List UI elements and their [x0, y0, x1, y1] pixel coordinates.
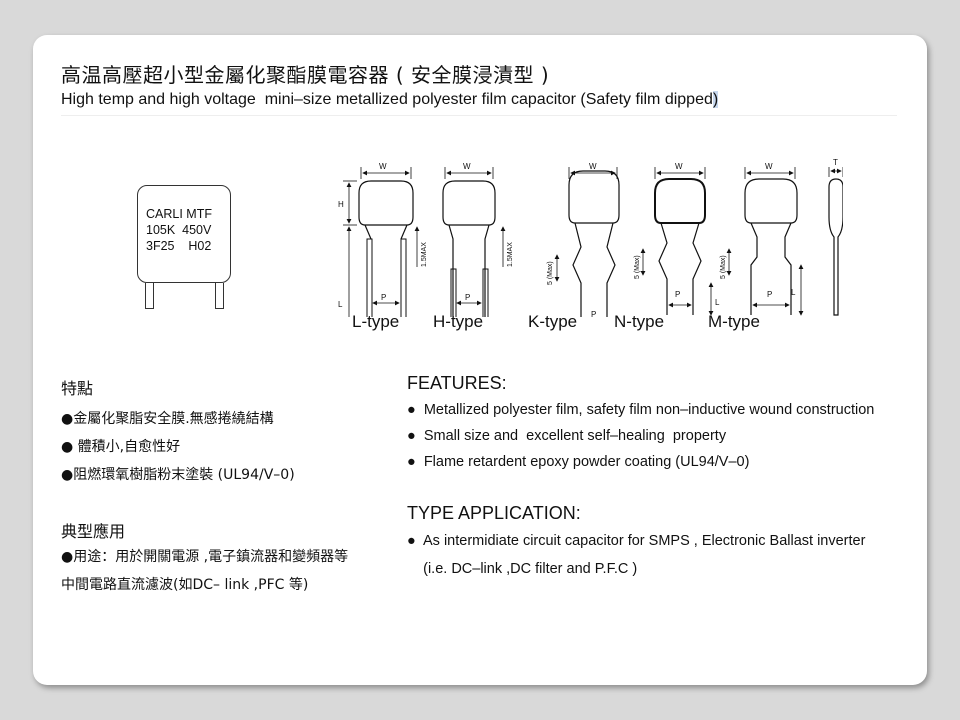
application-en-line-1: ● As intermidiate circuit capacitor for … — [407, 533, 866, 549]
dim-phi-d-label: Φd — [813, 316, 824, 317]
type-label-n: N-type — [614, 312, 665, 331]
title-divider — [61, 115, 897, 116]
marking-line-2: 105K 450V — [146, 223, 212, 237]
dim-p-label: P — [381, 293, 386, 302]
application-en-line-2: (i.e. DC–link ,DC filter and P.F.C ) — [407, 561, 638, 577]
title-english-text: High temp and high voltage mini–size met… — [61, 91, 713, 108]
dim-5max-label: 5 (Max) — [720, 255, 727, 279]
title-chinese: 高温高壓超小型金屬化聚酯膜電容器 ( 安全膜浸漬型 ) — [61, 63, 550, 87]
title-english: High temp and high voltage mini–size met… — [61, 91, 719, 109]
dim-p-label: P — [465, 293, 470, 302]
dim-w-label: W — [379, 162, 387, 171]
dim-15max-label: 1.5MAX — [421, 242, 428, 267]
dim-w-label: W — [589, 162, 597, 171]
dim-w-label: W — [675, 162, 683, 171]
application-zh-line-1: ●用途：用於開關電源 ,電子鎮流器和變頻器等 — [61, 549, 349, 565]
dim-l-label: L — [338, 300, 343, 309]
feature-en-2: ● Small size and excellent self–healing … — [407, 428, 727, 444]
type-label-m: M-type — [708, 312, 760, 331]
dim-h-label: H — [338, 200, 344, 209]
dim-5max-label: 5 (Max) — [547, 261, 554, 285]
dim-p-label: P — [591, 310, 596, 317]
dim-l-label: L — [791, 288, 796, 297]
dim-15max-label: 1.5MAX — [507, 242, 514, 267]
document-page: 高温高壓超小型金屬化聚酯膜電容器 ( 安全膜浸漬型 ) High temp an… — [33, 35, 927, 685]
capacitor-illustration: CARLI MTF 105K 450V 3F25 H02 — [137, 185, 231, 283]
diagram-side-view: T Φd — [813, 158, 843, 317]
feature-zh-2: ● 體積小,自愈性好 — [61, 439, 181, 455]
text-selection-highlight: ) — [712, 91, 719, 108]
features-heading-en: FEATURES: — [407, 373, 507, 393]
dim-w-label: W — [463, 162, 471, 171]
capacitor-lead-left — [145, 283, 154, 309]
application-heading-en: TYPE APPLICATION: — [407, 503, 581, 523]
dim-p-label: P — [675, 290, 680, 299]
application-zh-line-2: 中間電路直流濾波(如DC– link ,PFC 等) — [61, 577, 309, 593]
lead-type-diagrams: W H L P 1.5MAX W — [338, 158, 843, 317]
feature-en-1: ● Metallized polyester film, safety film… — [407, 402, 875, 418]
features-heading-zh: 特點 — [61, 379, 94, 398]
type-label-h: H-type — [433, 312, 484, 331]
dim-5max-label: 5 (Max) — [634, 255, 641, 279]
type-label-l: L-type — [352, 312, 400, 331]
capacitor-lead-right — [215, 283, 224, 309]
diagram-h-type: W P 1.5MAX — [442, 162, 514, 317]
dim-l-label: L — [715, 298, 720, 307]
feature-zh-1: ●金屬化聚脂安全膜.無感捲繞結構 — [61, 411, 274, 427]
application-heading-zh: 典型應用 — [61, 522, 126, 541]
marking-line-3: 3F25 H02 — [146, 239, 212, 253]
feature-zh-3: ●阻燃環氧樹脂粉末塗裝 (UL94/V–0) — [61, 467, 295, 483]
type-label-k: K-type — [528, 312, 578, 331]
diagram-k-type: W P 5 (Max) — [547, 162, 620, 317]
diagram-m-type: W P 5 (Max) L — [720, 162, 804, 316]
dim-p-label: P — [767, 290, 772, 299]
dim-w-label: W — [765, 162, 773, 171]
dim-t-label: T — [833, 158, 838, 167]
diagram-n-type: W P 5 (Max) L — [634, 162, 720, 316]
diagram-l-type: W H L P 1.5MAX — [338, 162, 428, 317]
marking-line-1: CARLI MTF — [146, 207, 212, 221]
feature-en-3: ● Flame retardent epoxy powder coating (… — [407, 454, 750, 470]
